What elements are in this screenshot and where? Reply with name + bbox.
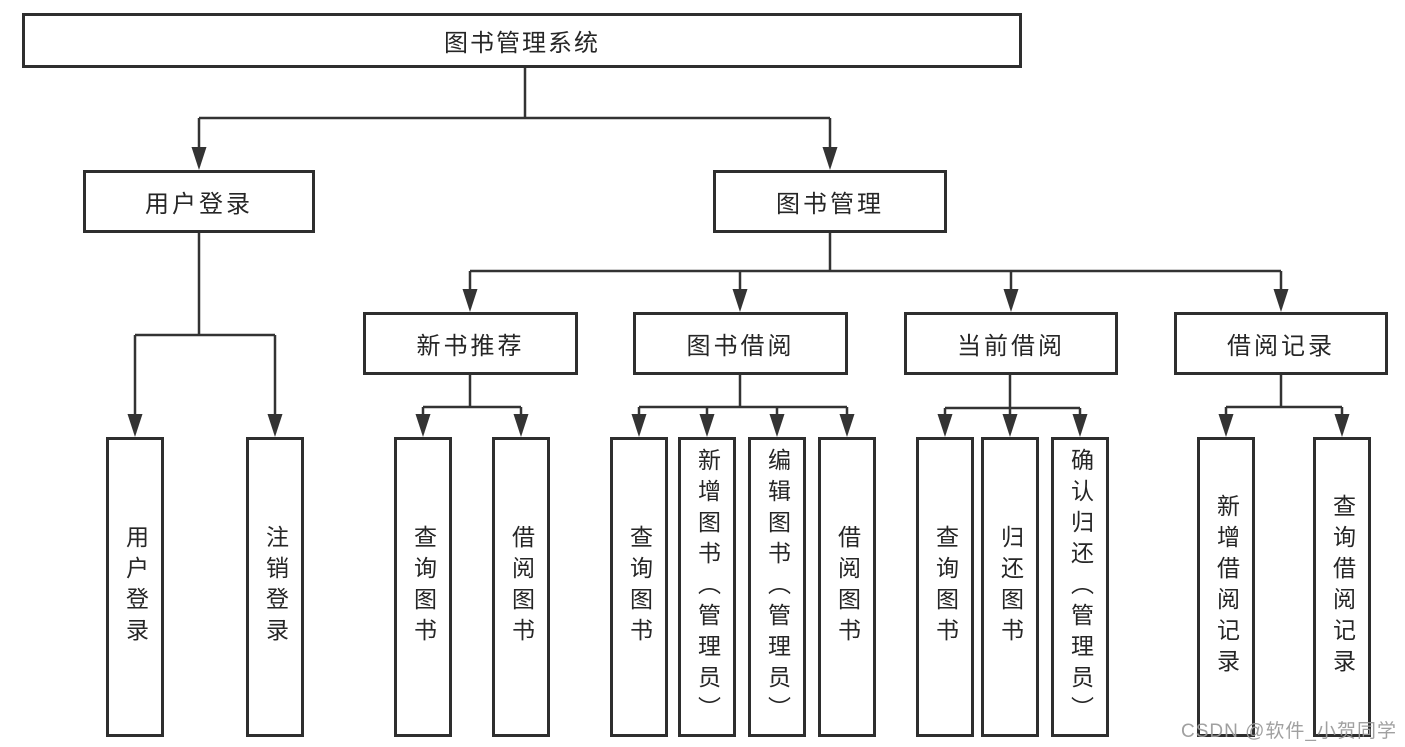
node-book-borrowing-label: 图书借阅 bbox=[686, 333, 795, 360]
leaf-add-borrow-record-label: 新增借阅记录 bbox=[1213, 494, 1240, 680]
leaf-query-books-2: 查询图书 bbox=[610, 437, 668, 737]
node-current-borrowing: 当前借阅 bbox=[904, 312, 1118, 375]
arrow-down-icon bbox=[1002, 414, 1018, 437]
leaf-logout-label: 注销登录 bbox=[262, 525, 289, 649]
connector-bookmgmt-to-level3 bbox=[468, 233, 1283, 308]
leaf-borrow-books-1-label: 借阅图书 bbox=[508, 525, 535, 649]
node-book-borrowing: 图书借阅 bbox=[633, 312, 848, 375]
arrow-down-icon bbox=[937, 414, 953, 437]
leaf-user-login: 用户登录 bbox=[106, 437, 164, 737]
arrow-down-icon bbox=[1072, 414, 1088, 437]
arrow-down-icon bbox=[415, 414, 431, 437]
node-user-login-label: 用户登录 bbox=[145, 191, 253, 218]
connector-userlogin-to-leaves bbox=[133, 233, 277, 433]
node-root-system-label: 图书管理系统 bbox=[444, 30, 600, 57]
connector-root-to-level2 bbox=[197, 68, 832, 166]
arrow-down-icon bbox=[127, 414, 143, 437]
leaf-add-books-admin: 新增图书（管理员） bbox=[678, 437, 736, 737]
arrow-down-icon bbox=[822, 147, 838, 170]
arrow-down-icon bbox=[769, 414, 785, 437]
node-borrowing-records-label: 借阅记录 bbox=[1227, 333, 1335, 360]
arrow-down-icon bbox=[1003, 289, 1019, 312]
leaf-query-books-3-label: 查询图书 bbox=[932, 525, 959, 649]
leaf-edit-books-admin-label: 编辑图书（管理员） bbox=[764, 447, 791, 727]
arrow-down-icon bbox=[1218, 414, 1234, 437]
leaf-borrow-books-1: 借阅图书 bbox=[492, 437, 550, 737]
connector-newbookrec-to-leaves bbox=[421, 375, 523, 433]
arrow-down-icon bbox=[839, 414, 855, 437]
arrow-down-icon bbox=[631, 414, 647, 437]
leaf-add-books-admin-label: 新增图书（管理员） bbox=[694, 447, 721, 727]
leaf-return-books: 归还图书 bbox=[981, 437, 1039, 737]
csdn-watermark: CSDN @软件_小贺同学 bbox=[1181, 721, 1397, 742]
arrow-down-icon bbox=[732, 289, 748, 312]
leaf-edit-books-admin: 编辑图书（管理员） bbox=[748, 437, 806, 737]
node-new-book-recommend-label: 新书推荐 bbox=[416, 333, 525, 360]
node-current-borrowing-label: 当前借阅 bbox=[957, 333, 1065, 360]
connector-bookborrow-to-leaves bbox=[637, 375, 849, 433]
arrow-down-icon bbox=[267, 414, 283, 437]
node-new-book-recommend: 新书推荐 bbox=[363, 312, 578, 375]
leaf-confirm-return-admin-label: 确认归还（管理员） bbox=[1067, 447, 1094, 727]
leaf-add-borrow-record: 新增借阅记录 bbox=[1197, 437, 1255, 737]
leaf-query-borrow-record-label: 查询借阅记录 bbox=[1329, 494, 1356, 680]
arrow-down-icon bbox=[1334, 414, 1350, 437]
connector-borrowrecord-to-leaves bbox=[1224, 375, 1344, 433]
leaf-user-login-label: 用户登录 bbox=[122, 525, 149, 649]
arrow-down-icon bbox=[191, 147, 207, 170]
arrow-down-icon bbox=[513, 414, 529, 437]
leaf-query-books-1-label: 查询图书 bbox=[410, 525, 437, 649]
arrowheads bbox=[127, 147, 1350, 437]
node-book-management: 图书管理 bbox=[713, 170, 947, 233]
leaf-confirm-return-admin: 确认归还（管理员） bbox=[1051, 437, 1109, 737]
arrow-down-icon bbox=[699, 414, 715, 437]
node-book-management-label: 图书管理 bbox=[776, 191, 884, 218]
leaf-query-borrow-record: 查询借阅记录 bbox=[1313, 437, 1371, 737]
leaf-query-books-3: 查询图书 bbox=[916, 437, 974, 737]
leaf-borrow-books-2-label: 借阅图书 bbox=[834, 525, 861, 649]
arrow-down-icon bbox=[1273, 289, 1289, 312]
node-borrowing-records: 借阅记录 bbox=[1174, 312, 1388, 375]
leaf-return-books-label: 归还图书 bbox=[997, 525, 1024, 649]
arrow-down-icon bbox=[462, 289, 478, 312]
node-root-system: 图书管理系统 bbox=[22, 13, 1022, 68]
leaf-query-books-2-label: 查询图书 bbox=[626, 525, 653, 649]
leaf-logout: 注销登录 bbox=[246, 437, 304, 737]
leaf-query-books-1: 查询图书 bbox=[394, 437, 452, 737]
leaf-borrow-books-2: 借阅图书 bbox=[818, 437, 876, 737]
node-user-login: 用户登录 bbox=[83, 170, 315, 233]
